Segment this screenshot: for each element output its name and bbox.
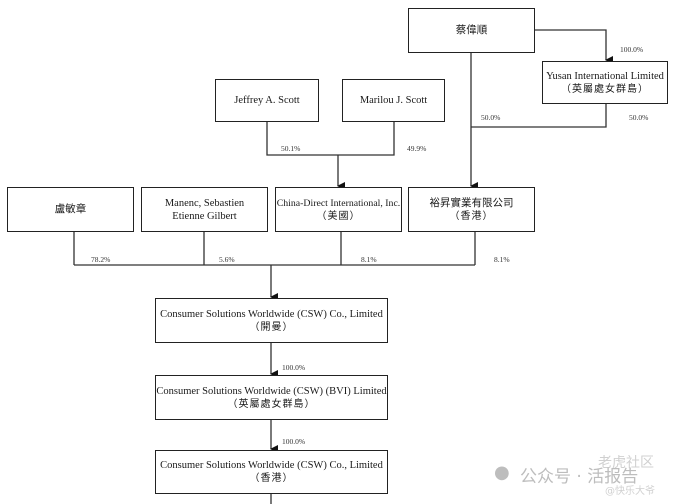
pct-marilou: 49.9% (407, 144, 427, 153)
entity-jurisdiction: （開曼） (249, 321, 294, 333)
entity-name: Marilou J. Scott (359, 95, 428, 106)
entity-name: Consumer Solutions Worldwide (CSW) Co., … (160, 460, 383, 471)
entity-yusan: Yusan International Limited （英屬處女群島） (542, 61, 668, 104)
entity-csw-cayman: Consumer Solutions Worldwide (CSW) Co., … (155, 298, 388, 343)
entity-jurisdiction: （英屬處女群島） (561, 83, 649, 95)
watermark-line2: 老虎社区 (598, 455, 654, 471)
pct-china-direct: 8.1% (361, 255, 377, 264)
entity-lo: 盧敏章 (7, 187, 134, 232)
entity-jurisdiction: （香港） (249, 473, 294, 484)
pct-choi-yusan: 100.0% (620, 45, 644, 54)
entity-name: 蔡偉順 (455, 25, 488, 36)
entity-china-direct: China-Direct International, Inc. （美國） (275, 187, 402, 232)
entity-jurisdiction: （美國） (316, 210, 361, 222)
entity-name: Yusan International Limited (546, 70, 664, 82)
entity-choi: 蔡偉順 (408, 8, 535, 53)
entity-csw-bvi: Consumer Solutions Worldwide (CSW) (BVI)… (155, 375, 388, 420)
entity-name: Consumer Solutions Worldwide (CSW) (BVI)… (156, 385, 387, 397)
entity-name: Manenc, Sebastien Etienne Gilbert (164, 197, 245, 222)
pct-bvi-hk: 100.0% (282, 437, 306, 446)
watermark-line3: @快乐大爷 (605, 486, 655, 497)
entity-name: Consumer Solutions Worldwide (CSW) Co., … (160, 308, 383, 320)
pct-manenc: 5.6% (219, 255, 235, 264)
pct-cayman-bvi: 100.0% (282, 363, 306, 372)
pct-jeffrey: 50.1% (281, 144, 301, 153)
pct-lo: 78.2% (91, 255, 111, 264)
entity-manenc: Manenc, Sebastien Etienne Gilbert (141, 187, 268, 232)
entity-name: 裕昇實業有限公司 (429, 197, 514, 209)
edge-choi-yusan (535, 29, 613, 64)
entity-csw-hk: Consumer Solutions Worldwide (CSW) Co., … (155, 450, 388, 494)
pct-yusan-yusheng: 50.0% (629, 113, 649, 122)
entity-name: 盧敏章 (54, 204, 87, 215)
pct-yusheng: 8.1% (494, 255, 510, 264)
entity-jurisdiction: （英屬處女群島） (227, 398, 316, 410)
entity-marilou: Marilou J. Scott (342, 79, 445, 122)
entity-jurisdiction: （香港） (449, 210, 494, 222)
pct-choi-yusheng: 50.0% (481, 113, 501, 122)
watermark-line1: 公众号 · 活报告 (520, 467, 639, 487)
wechat-icon: ● (494, 462, 510, 483)
entity-name: China-Direct International, Inc. (276, 197, 401, 209)
entity-jeffrey: Jeffrey A. Scott (215, 79, 319, 122)
entity-name: Jeffrey A. Scott (234, 95, 300, 106)
edge-jeffrey (266, 122, 395, 156)
entity-yusheng: 裕昇實業有限公司 （香港） (408, 187, 535, 232)
edge-yusan-yusheng (471, 104, 607, 128)
